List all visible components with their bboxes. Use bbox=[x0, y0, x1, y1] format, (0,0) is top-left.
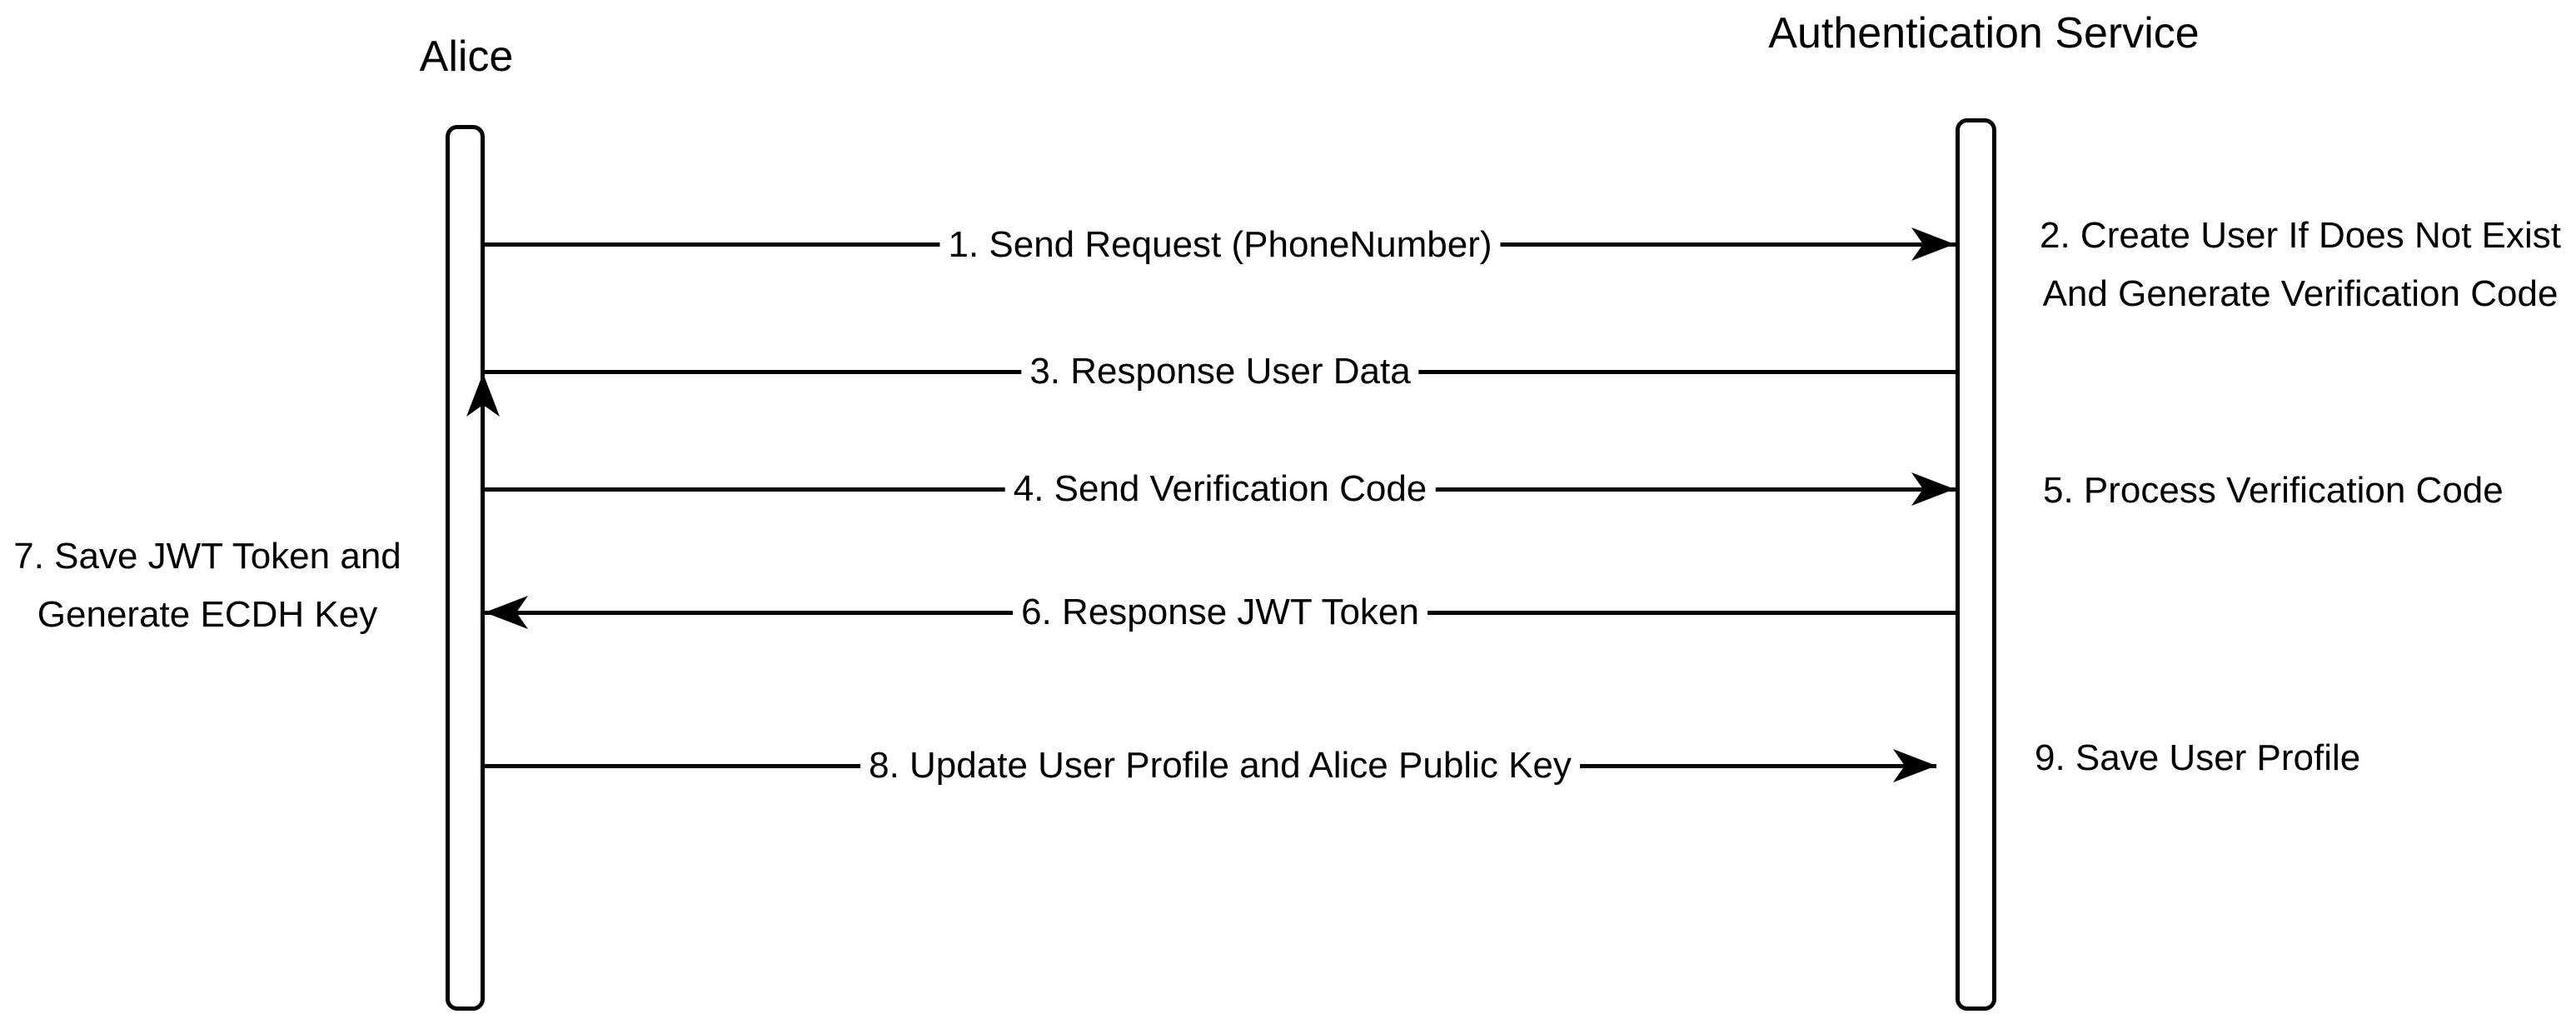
note-9: 9. Save User Profile bbox=[2035, 729, 2360, 787]
message-6-label: 6. Response JWT Token bbox=[1013, 589, 1428, 636]
note-2-line-1: 2. Create User If Does Not Exist bbox=[2040, 215, 2561, 256]
message-1-label: 1. Send Request (PhoneNumber) bbox=[939, 222, 1501, 268]
note-5-line-1: 5. Process Verification Code bbox=[2043, 470, 2504, 511]
note-2-line-2: And Generate Verification Code bbox=[2042, 273, 2559, 314]
message-4-label: 4. Send Verification Code bbox=[1004, 466, 1436, 512]
arrow-up-icon bbox=[466, 373, 500, 417]
note-7-line-2: Generate ECDH Key bbox=[37, 594, 378, 635]
lifeline-authentication-service bbox=[1956, 118, 1996, 1011]
note-2: 2. Create User If Does Not Exist And Gen… bbox=[2034, 207, 2567, 323]
note-5: 5. Process Verification Code bbox=[2043, 462, 2504, 520]
lifeline-alice bbox=[446, 125, 485, 1011]
actor-label-authentication-service: Authentication Service bbox=[1768, 9, 2200, 57]
note-7: 7. Save JWT Token and Generate ECDH Key bbox=[8, 527, 406, 644]
note-7-line-1: 7. Save JWT Token and bbox=[13, 536, 401, 577]
message-8-label: 8. Update User Profile and Alice Public … bbox=[860, 742, 1580, 789]
arrow-right-icon bbox=[1911, 227, 1955, 261]
message-3-label: 3. Response User Data bbox=[1021, 348, 1419, 395]
arrow-left-icon bbox=[485, 596, 528, 629]
arrow-right-icon bbox=[1893, 749, 1936, 782]
note-9-line-1: 9. Save User Profile bbox=[2035, 737, 2361, 778]
arrow-right-icon bbox=[1911, 472, 1955, 506]
actor-label-alice: Alice bbox=[419, 32, 514, 81]
